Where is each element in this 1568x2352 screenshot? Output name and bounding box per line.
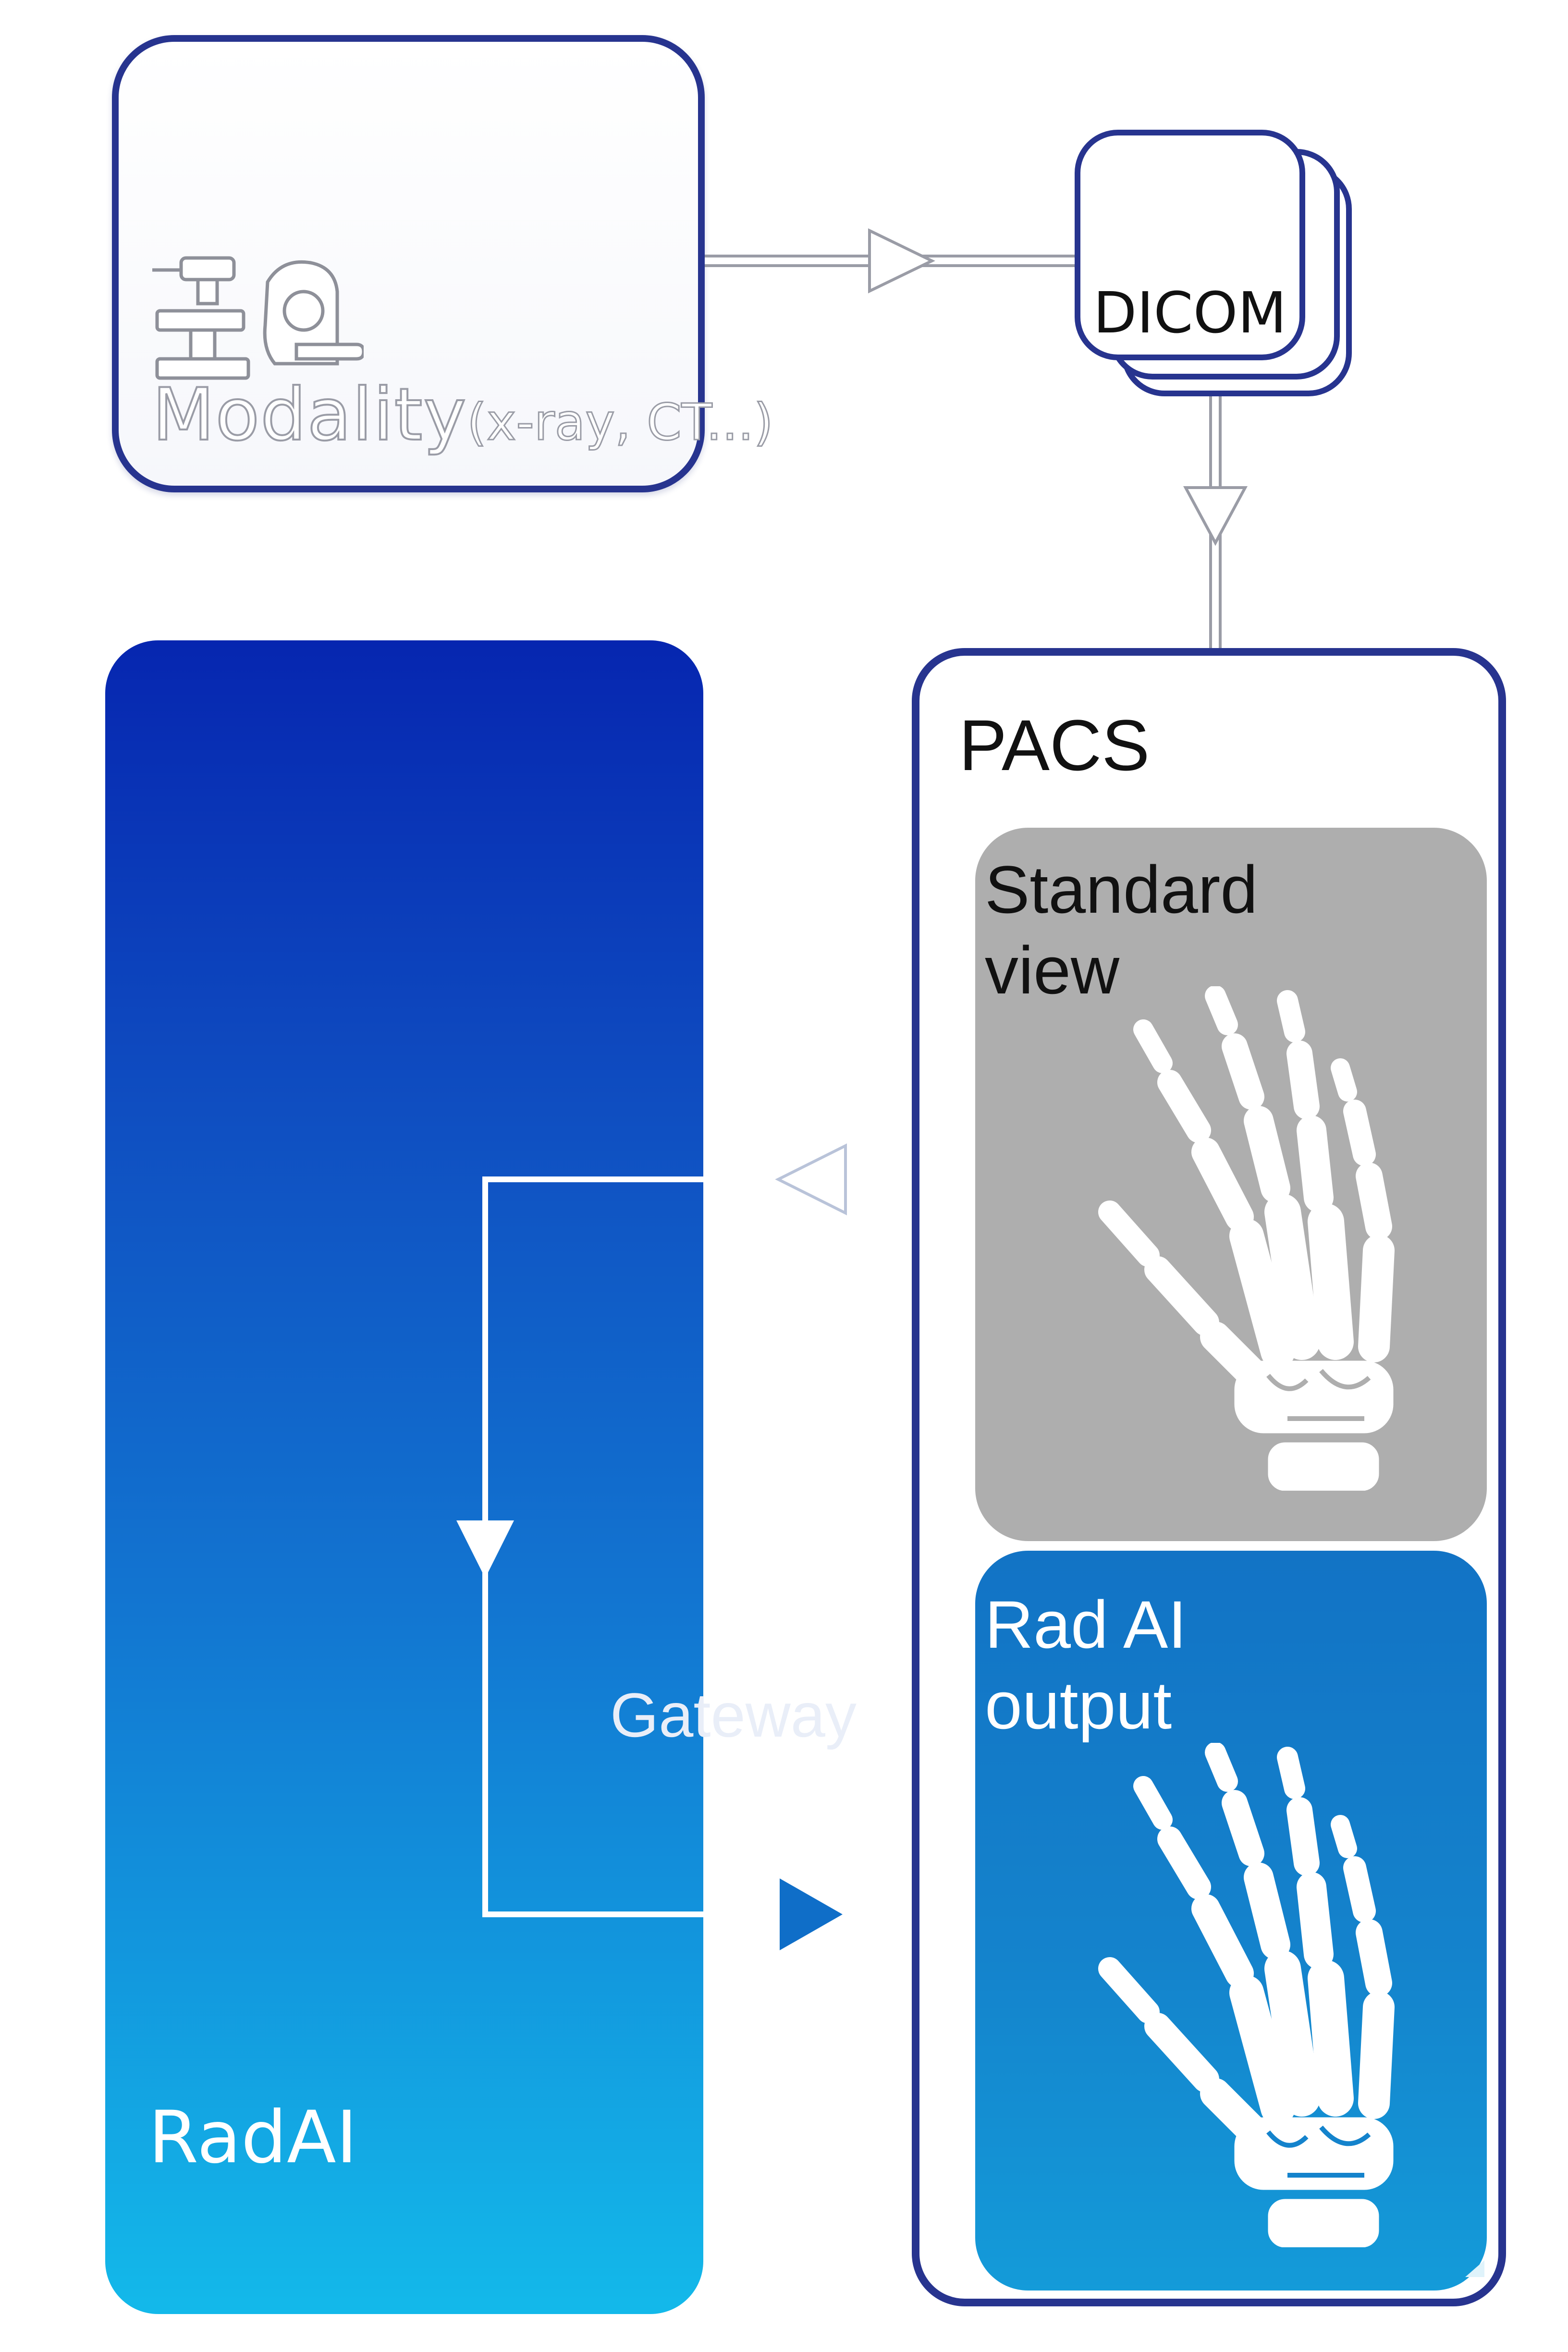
gateway-label: Gateway [610,1680,857,1750]
radai-label: RadAI [148,2096,357,2180]
arrow-left-icon [775,1143,847,1215]
modality-subtitle: (x-ray, CT...) [466,392,774,453]
arrow-down-icon [1183,486,1248,546]
ct-scanner-icon [263,260,364,366]
arrow-right-icon [868,228,935,294]
modality-title: Modality [151,372,467,458]
radai-node: RadAI [105,640,703,2314]
modality-to-dicom-connector [705,228,1075,294]
gateway-loop-connector [482,1176,912,1917]
pacs-label: PACS [959,705,1150,785]
dicom-node: DICOM [1075,130,1305,360]
modality-node: Modality(x-ray, CT...) [112,35,774,492]
standard-view-label: Standard view [985,849,1258,1011]
rad-ai-output-label-line-2: output [985,1667,1172,1743]
panel-corner-icon [1465,2260,1484,2277]
standard-view-label-line-1: Standard [985,852,1258,927]
modality-device-icons [152,256,364,380]
hand-x-ray-icon [1098,986,1395,1491]
dicom-label: DICOM [1093,280,1287,346]
hand-x-ray-icon [1098,1743,1395,2247]
rad-ai-output-panel: Rad AI output [975,1551,1487,2291]
x-ray-machine-icon [152,256,250,380]
dicom-to-pacs-connector [1183,396,1248,648]
rad-ai-output-label-line-1: Rad AI [985,1587,1187,1662]
arrow-right-icon [777,1873,849,1956]
rad-ai-output-label: Rad AI output [985,1584,1187,1746]
standard-view-label-line-2: view [985,932,1120,1008]
arrow-down-icon [456,1520,514,1578]
modality-label: Modality(x-ray, CT...) [151,372,774,458]
standard-view-panel: Standard view [975,828,1487,1541]
